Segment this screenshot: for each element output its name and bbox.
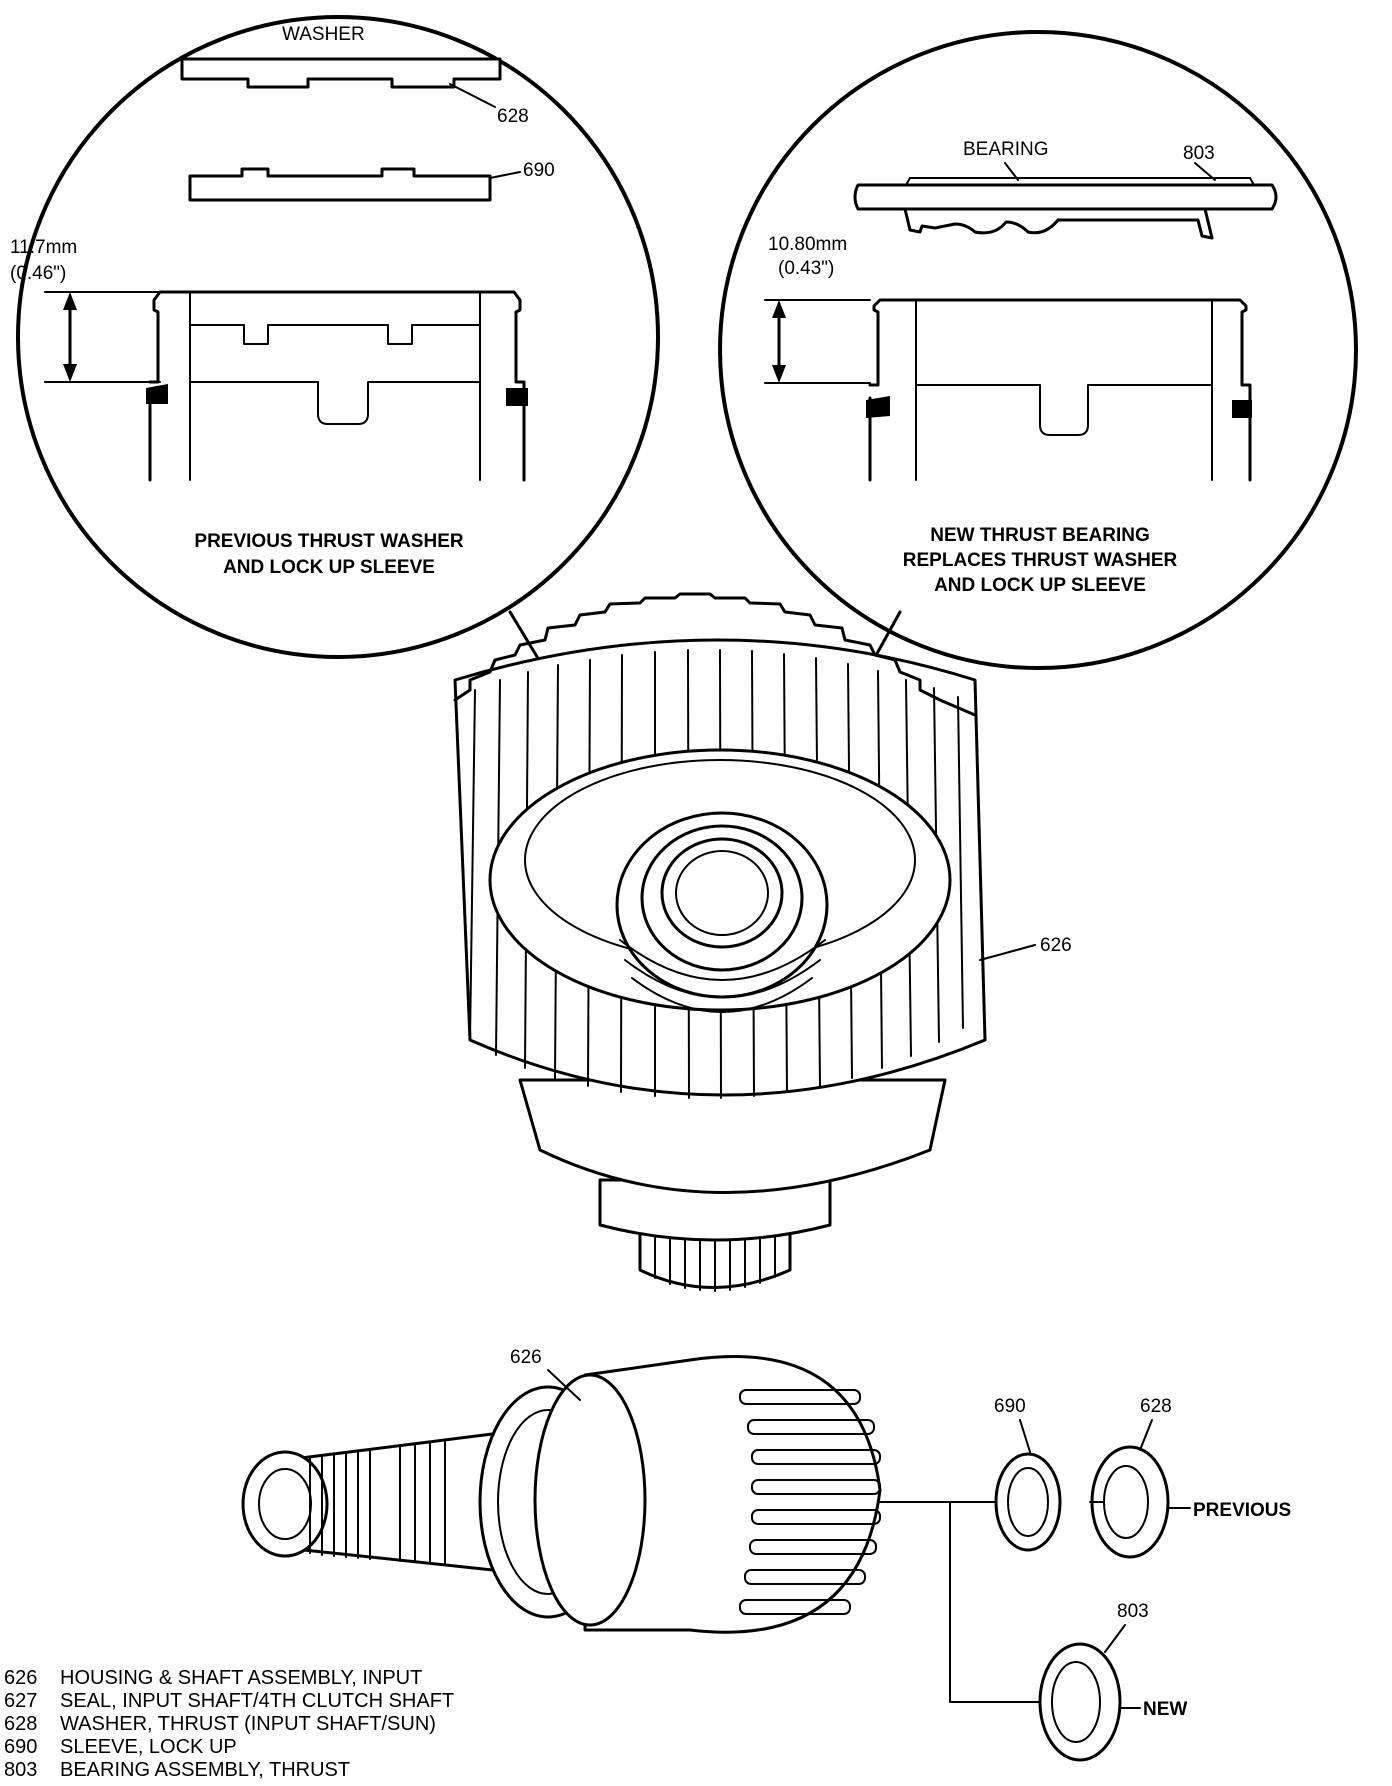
part-803-leader <box>1194 162 1216 181</box>
right-seal-block <box>506 388 528 406</box>
washer-628-leader <box>449 83 496 108</box>
left-detail-view: WASHER 628 690 11.7mm (0.46") PREVIOUS T… <box>10 15 660 659</box>
legend-desc-627: SEAL, INPUT SHAFT/4TH CLUTCH SHAFT <box>60 1690 454 1712</box>
legend-desc-803: BEARING ASSEMBLY, THRUST <box>60 1759 351 1781</box>
legend-desc-626: HOUSING & SHAFT ASSEMBLY, INPUT <box>60 1667 422 1689</box>
right-caption-line2: REPLACES THRUST WASHER <box>903 550 1178 571</box>
right-dim-mm: 10.80mm <box>768 234 847 255</box>
housing-part-626-label: 626 <box>1040 935 1072 956</box>
bearing-label: BEARING <box>963 139 1049 160</box>
exploded-part-803-label: 803 <box>1117 1601 1149 1622</box>
input-housing-illustration: 626 <box>453 592 1072 1292</box>
exploded-626-leader <box>547 1369 581 1401</box>
exploded-drum-splines <box>739 1389 881 1615</box>
drum-top-rim <box>453 592 977 717</box>
part-628-label: 628 <box>497 106 529 127</box>
exploded-view: 626 690 628 PREVIOUS 803 NEW <box>241 1347 1291 1762</box>
left-dim-mm: 11.7mm <box>10 237 77 258</box>
housing-626-leader <box>979 944 1036 961</box>
legend-num-627: 627 <box>4 1690 37 1712</box>
right-right-seal-block <box>1232 400 1252 418</box>
legend-num-803-text: 803 <box>4 1759 38 1781</box>
assembly-leader-lines <box>879 1501 1041 1703</box>
right-detail-view: BEARING 803 10.80mm (0.43") NEW THRUST B… <box>718 30 1358 670</box>
legend-num-690: 690 <box>4 1736 37 1758</box>
right-dim-in: (0.43") <box>778 258 834 279</box>
washer-label: WASHER <box>282 24 365 45</box>
previous-label: PREVIOUS <box>1193 1500 1291 1521</box>
left-dim-in: (0.46") <box>10 263 66 284</box>
right-caption-line1: NEW THRUST BEARING <box>930 525 1150 546</box>
right-left-seal-block <box>866 396 890 418</box>
bearing-race <box>903 207 1214 240</box>
right-caption-line3: AND LOCK UP SLEEVE <box>934 575 1146 596</box>
exploded-part-690-label: 690 <box>994 1396 1026 1417</box>
left-caption-line2: AND LOCK UP SLEEVE <box>223 557 435 578</box>
sleeve-690-leader <box>489 171 521 179</box>
part-690-label: 690 <box>523 160 555 181</box>
exploded-part-626-label: 626 <box>510 1347 542 1368</box>
legend-desc-690: SLEEVE, LOCK UP <box>60 1736 237 1758</box>
washer-628-shape <box>180 57 502 89</box>
bearing-803-shape <box>853 183 1278 211</box>
exploded-part-628-label: 628 <box>1140 1396 1172 1417</box>
new-label: NEW <box>1143 1699 1187 1720</box>
left-seal-block <box>146 384 168 404</box>
left-caption-line1: PREVIOUS THRUST WASHER <box>194 531 463 552</box>
bearing-leader <box>1004 162 1019 181</box>
legend-desc-628: WASHER, THRUST (INPUT SHAFT/SUN) <box>60 1713 436 1735</box>
parts-legend: 626 HOUSING & SHAFT ASSEMBLY, INPUT 627 … <box>4 1667 454 1758</box>
legend-num-628: 628 <box>4 1713 37 1735</box>
legend-num-626: 626 <box>4 1667 37 1689</box>
part-803-label: 803 <box>1183 143 1215 164</box>
sleeve-690-shape <box>188 167 492 202</box>
left-housing-section <box>148 290 526 482</box>
right-detail-circle <box>718 30 1358 670</box>
legend-last-row: 803 BEARING ASSEMBLY, THRUST <box>4 1758 604 1782</box>
